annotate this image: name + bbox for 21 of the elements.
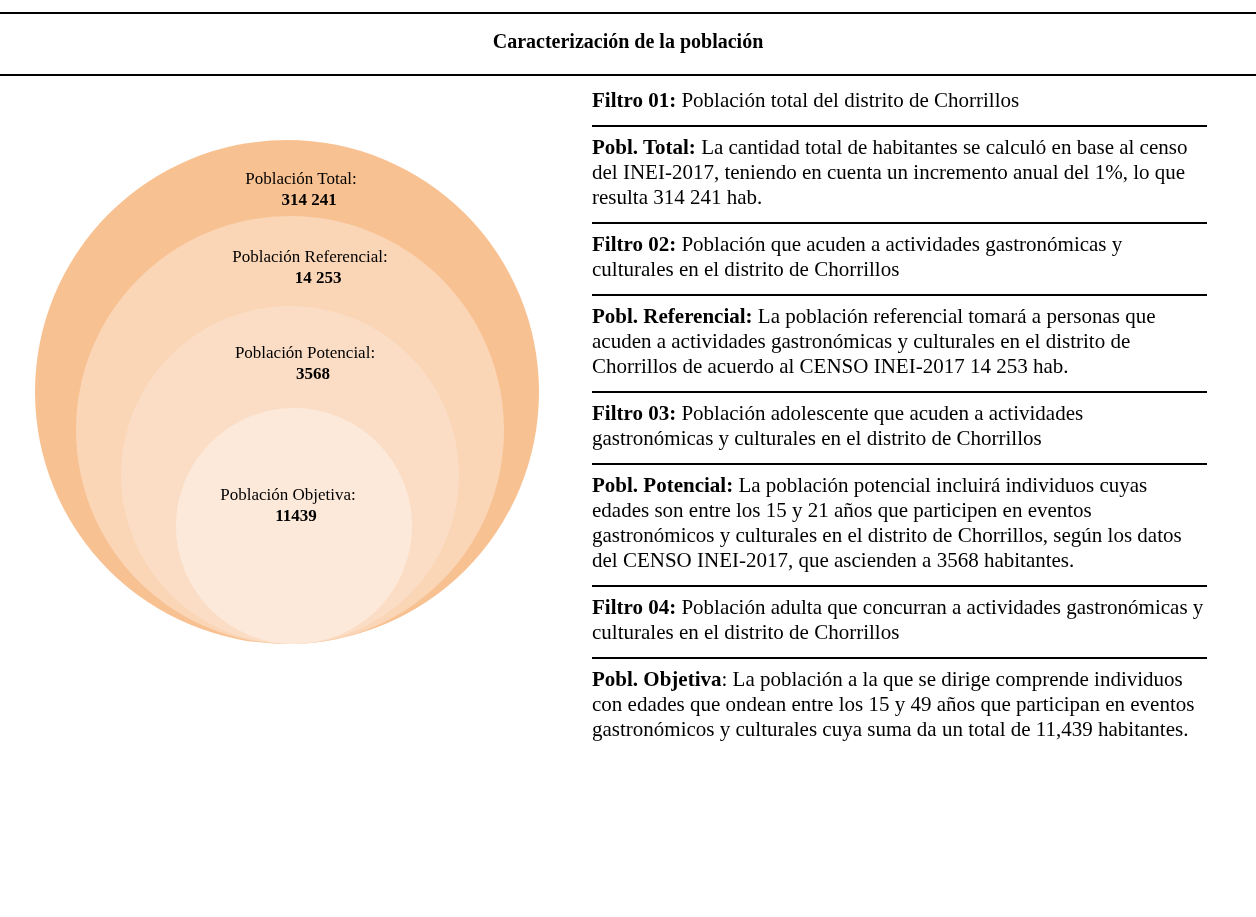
table-title: Caracterización de la población xyxy=(491,30,765,53)
population-count: 314 241 xyxy=(280,189,338,210)
population-label: Población Total: xyxy=(244,168,358,189)
population-count: 3568 xyxy=(295,363,331,384)
population-count: 14 253 xyxy=(293,267,343,288)
population-circle xyxy=(76,216,504,644)
filter-description: Filtro 03: Población adolescente que acuden a actividades gastronómicas y culturales en el distrito de Chorrillos xyxy=(592,391,1207,463)
population-circle xyxy=(176,408,412,644)
population-description: Pobl. Objetiva: La población a la que se dirige comprende individuos con edades que ondean entre los 15 y 49 años que participan en eventos gastronómicos y culturales cuya suma da un total de 11,439 habitantes. xyxy=(592,657,1207,754)
population-description: Pobl. Total: La cantidad total de habitantes se calculó en base al censo del INEI-2017, teniendo en cuenta un incremento anual del 1%, lo que resulta 314 241 hab. xyxy=(592,125,1207,222)
population-label: Población Objetiva: xyxy=(219,484,357,505)
population-circle xyxy=(121,306,459,644)
population-count: 11439 xyxy=(274,505,318,526)
population-label: Población Referencial: xyxy=(231,246,389,267)
population-description: Pobl. Potencial: La población potencial incluirá individuos cuyas edades son entre los 15 y 21 años que participen en eventos gastronómicos y culturales en el distrito de Chorrillos, según los datos del CENSO INEI-2017, que ascienden a 3568 habitantes. xyxy=(592,463,1207,585)
filter-description: Filtro 01: Población total del distrito de Chorrillos xyxy=(592,87,1021,114)
population-description: Pobl. Referencial: La población referencial tomará a personas que acuden a actividades gastronómicas y culturales en el distrito de Chorrillos de acuerdo al CENSO INEI-2017 14 253 hab. xyxy=(592,294,1207,391)
population-label: Población Potencial: xyxy=(233,342,377,363)
filter-description: Filtro 04: Población adulta que concurran a actividades gastronómicas y culturales en el distrito de Chorrillos xyxy=(592,585,1207,657)
filter-description: Filtro 02: Población que acuden a actividades gastronómicas y culturales en el distrito de Chorrillos xyxy=(592,222,1207,294)
population-circle xyxy=(35,140,539,644)
